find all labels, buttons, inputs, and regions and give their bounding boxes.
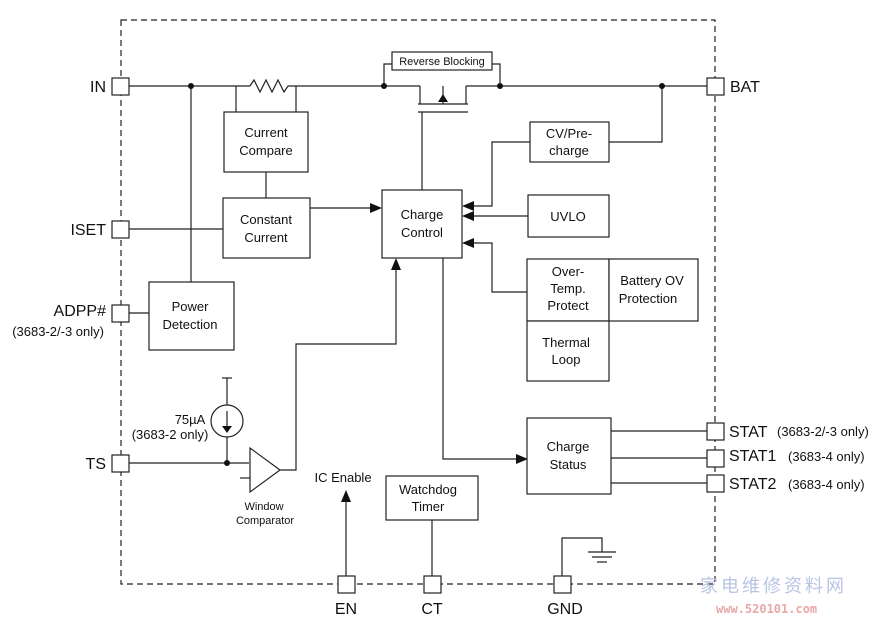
- reverse-blocking-block: Reverse Blocking: [391, 51, 493, 71]
- pin-ct: CT: [421, 575, 443, 618]
- thermal-loop-block: Thermal Loop: [526, 320, 610, 382]
- arrowheads: [341, 201, 528, 502]
- svg-text:Watchdog: Watchdog: [399, 482, 457, 497]
- svg-text:Constant: Constant: [240, 212, 292, 227]
- svg-text:Control: Control: [401, 225, 443, 240]
- over-temp-protect-block: Over- Temp. Protect: [526, 258, 610, 322]
- svg-text:Battery OV: Battery OV: [620, 273, 684, 288]
- current-source-note: (3683-2 only): [132, 427, 209, 442]
- svg-text:Protection: Protection: [619, 291, 678, 306]
- pin-stat2: STAT2 (3683-4 only): [706, 474, 865, 493]
- svg-text:CV/Pre-: CV/Pre-: [546, 126, 592, 141]
- svg-text:Reverse Blocking: Reverse Blocking: [399, 56, 485, 68]
- svg-text:Over-: Over-: [552, 264, 585, 279]
- svg-text:Compare: Compare: [239, 143, 292, 158]
- svg-text:UVLO: UVLO: [550, 209, 585, 224]
- window-comparator-label-2: Comparator: [236, 515, 294, 527]
- svg-text:Thermal: Thermal: [542, 335, 590, 350]
- svg-text:GND: GND: [547, 601, 583, 618]
- constant-current-block: Constant Current: [222, 197, 311, 259]
- svg-text:Detection: Detection: [163, 317, 218, 332]
- svg-text:(3683-2/-3 only): (3683-2/-3 only): [777, 424, 869, 439]
- svg-text:(3683-2/-3 only): (3683-2/-3 only): [12, 324, 104, 339]
- svg-text:Status: Status: [550, 457, 587, 472]
- svg-text:Current: Current: [244, 125, 288, 140]
- watermark-url: www.520101.com: [716, 602, 817, 616]
- svg-text:Temp.: Temp.: [550, 281, 585, 296]
- pin-in: IN: [90, 77, 130, 96]
- pin-stat: STAT (3683-2/-3 only): [706, 422, 869, 441]
- pin-bat: BAT: [706, 77, 760, 96]
- svg-text:STAT: STAT: [729, 424, 768, 441]
- svg-text:STAT1: STAT1: [729, 448, 777, 465]
- svg-text:Loop: Loop: [552, 352, 581, 367]
- pin-ts: TS: [86, 454, 130, 473]
- svg-text:STAT2: STAT2: [729, 476, 777, 493]
- watchdog-timer-block: Watchdog Timer: [385, 475, 479, 521]
- svg-text:IN: IN: [90, 79, 106, 96]
- current-compare-block: Current Compare: [223, 111, 309, 173]
- svg-text:BAT: BAT: [730, 79, 760, 96]
- svg-text:Timer: Timer: [412, 499, 445, 514]
- battery-ov-protection-block: Battery OV Protection: [608, 258, 699, 322]
- window-comparator-label: Window: [244, 501, 283, 513]
- junction-dots: [188, 83, 665, 466]
- pin-en: EN: [335, 575, 357, 618]
- power-detection-block: Power Detection: [148, 281, 235, 351]
- charge-status-block: Charge Status: [526, 417, 612, 495]
- cv-precharge-block: CV/Pre- charge: [529, 121, 610, 163]
- uvlo-block: UVLO: [527, 194, 610, 238]
- ic-enable-label: IC Enable: [314, 470, 371, 485]
- charge-control-block: Charge Control: [381, 189, 463, 259]
- pin-iset: ISET: [70, 220, 130, 239]
- svg-text:(3683-4 only): (3683-4 only): [788, 449, 865, 464]
- svg-text:EN: EN: [335, 601, 357, 618]
- svg-text:charge: charge: [549, 143, 589, 158]
- svg-text:Current: Current: [244, 230, 288, 245]
- pin-adpp: ADPP# (3683-2/-3 only): [12, 303, 130, 339]
- pin-gnd: GND: [547, 575, 583, 618]
- svg-text:Charge: Charge: [401, 207, 444, 222]
- svg-text:Power: Power: [172, 299, 210, 314]
- svg-text:Charge: Charge: [547, 439, 590, 454]
- window-comparator-symbol: [249, 446, 282, 494]
- svg-text:CT: CT: [421, 601, 443, 618]
- svg-text:ISET: ISET: [70, 222, 106, 239]
- current-source-label: 75µA: [175, 412, 206, 427]
- svg-text:TS: TS: [86, 456, 106, 473]
- pin-stat1: STAT1 (3683-4 only): [706, 448, 865, 468]
- chip-boundary: [120, 19, 716, 585]
- svg-text:Protect: Protect: [547, 298, 589, 313]
- svg-text:(3683-4 only): (3683-4 only): [788, 477, 865, 492]
- watermark-chinese: 家电维修资料网: [700, 576, 847, 597]
- svg-text:ADPP#: ADPP#: [54, 303, 107, 320]
